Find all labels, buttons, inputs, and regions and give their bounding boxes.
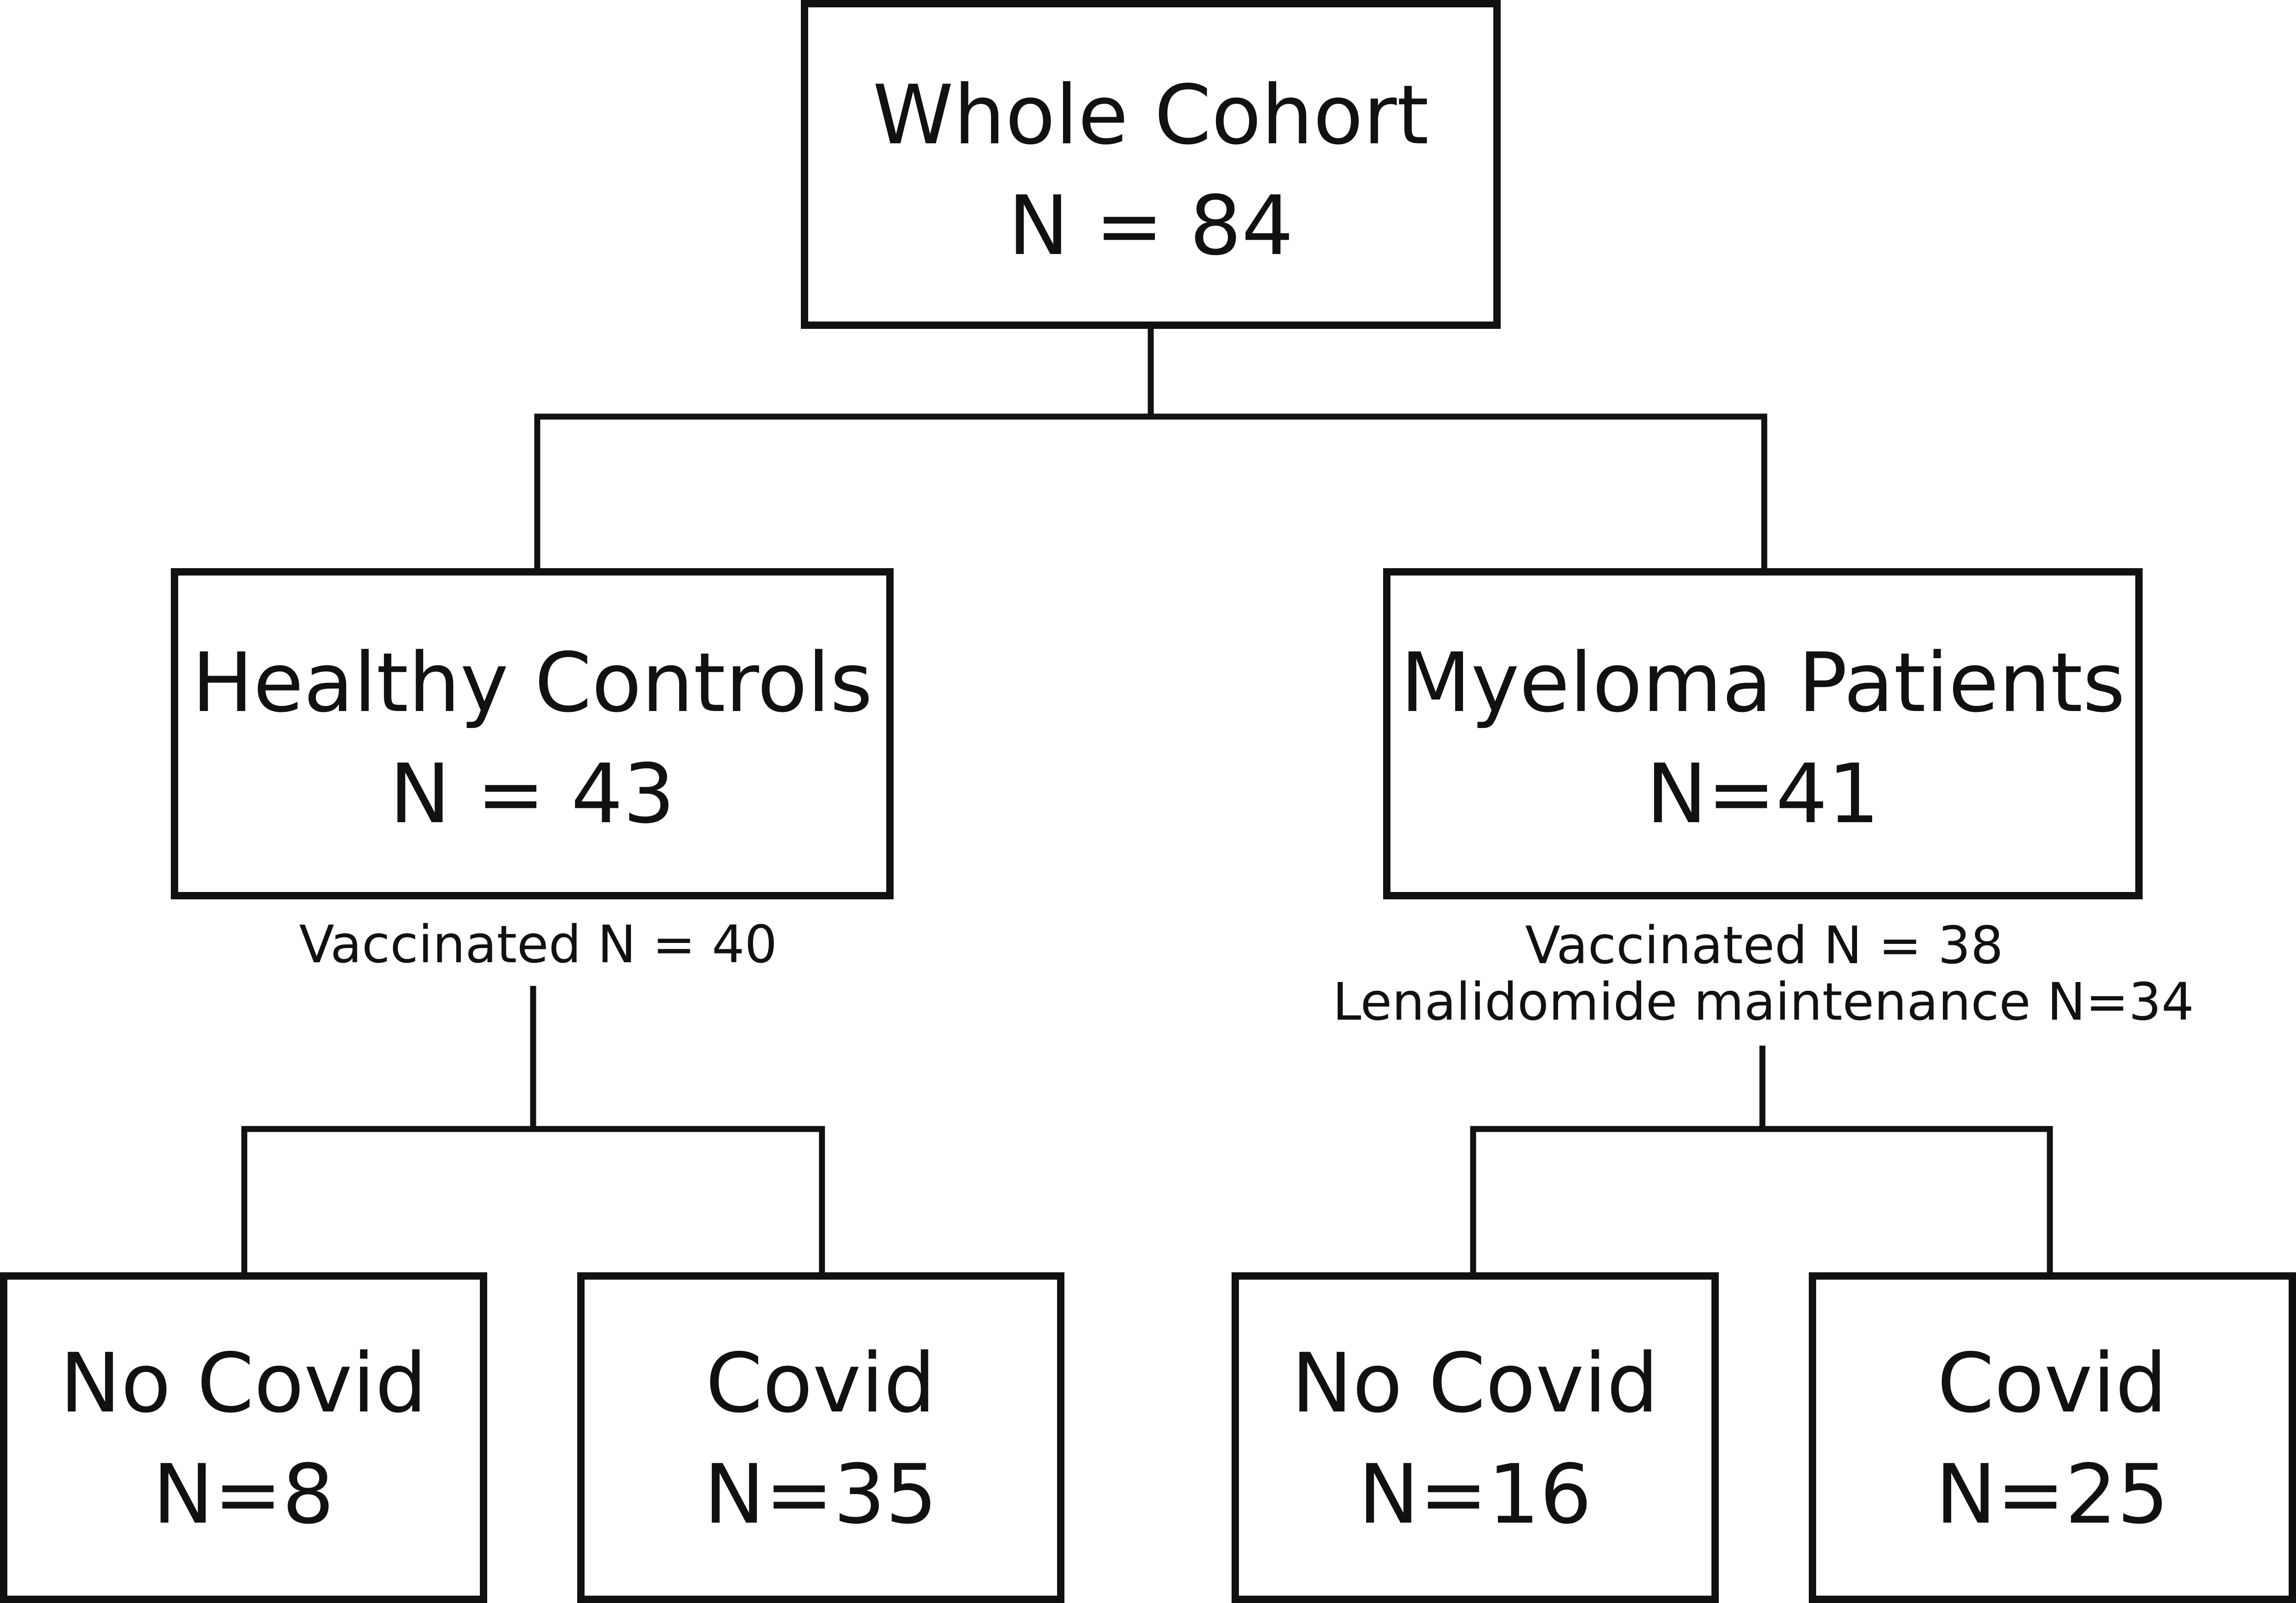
node-box [1383, 568, 2143, 899]
node-count: N=16 [1358, 1447, 1592, 1542]
node-mp-no-covid: No Covid N=16 [1232, 1272, 1719, 1603]
node-title: Whole Cohort [872, 68, 1429, 163]
node-count: N = 84 [1008, 178, 1294, 273]
node-count: N=8 [152, 1447, 334, 1542]
healthy-controls-note-vaccinated: Vaccinated N = 40 [299, 915, 777, 975]
node-title: Myeloma Patients [1401, 635, 2125, 730]
node-count: N=25 [1936, 1447, 2169, 1542]
myeloma-patients-note-lenalidomide: Lenalidomide maintenance N=34 [1333, 972, 2194, 1032]
node-box [801, 0, 1501, 329]
node-title: No Covid [60, 1336, 427, 1431]
node-box [1809, 1272, 2296, 1603]
connectors-level-1 [534, 324, 1767, 575]
node-box [171, 568, 894, 899]
node-count: N=41 [1646, 746, 1880, 841]
node-box [0, 1272, 487, 1603]
node-healthy-controls: Healthy Controls N = 43 [171, 568, 894, 899]
node-title: Covid [1937, 1336, 2167, 1431]
connectors-healthy-controls [241, 986, 825, 1279]
node-mp-covid: Covid N=25 [1809, 1272, 2296, 1603]
node-hc-covid: Covid N=35 [577, 1272, 1064, 1603]
node-box [577, 1272, 1064, 1603]
node-count: N = 43 [389, 746, 675, 841]
node-title: Healthy Controls [192, 635, 873, 730]
connectors-myeloma-patients [1470, 1045, 2053, 1279]
node-title: No Covid [1291, 1336, 1659, 1431]
node-count: N=35 [704, 1447, 938, 1542]
myeloma-patients-note-vaccinated: Vaccinated N = 38 [1525, 916, 2003, 976]
node-hc-no-covid: No Covid N=8 [0, 1272, 487, 1603]
node-myeloma-patients: Myeloma Patients N=41 [1383, 568, 2143, 899]
node-box [1232, 1272, 1719, 1603]
node-title: Covid [706, 1336, 936, 1431]
node-whole-cohort: Whole Cohort N = 84 [801, 0, 1501, 329]
